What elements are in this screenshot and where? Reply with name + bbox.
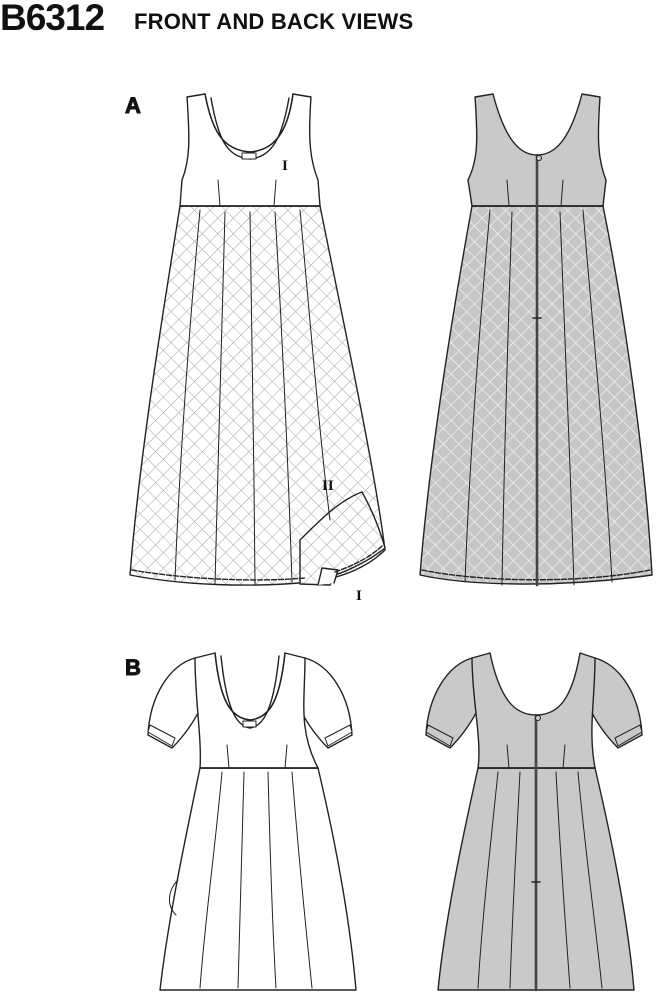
right-sleeve [587,657,643,749]
marking-skirt-overlay: II [322,478,334,494]
skirt [129,205,386,586]
view-a-front [129,93,386,586]
pattern-number: B6312 [0,0,105,38]
bodice [179,93,321,207]
left-sleeve [425,657,481,749]
view-b-front [147,652,357,991]
bodice [467,93,607,207]
view-b-back [425,652,643,992]
view-a-back [419,93,653,587]
bodice [194,652,319,769]
marking-lining: I [356,588,362,604]
skirt-overlay-flap [299,491,386,586]
view-label-b: B [125,655,142,681]
view-label-a: A [125,93,142,119]
bodice [471,652,596,769]
left-sleeve [147,657,203,749]
marking-bodice: I [282,158,288,174]
page-subtitle: FRONT AND BACK VIEWS [134,9,414,34]
skirt [159,767,357,991]
